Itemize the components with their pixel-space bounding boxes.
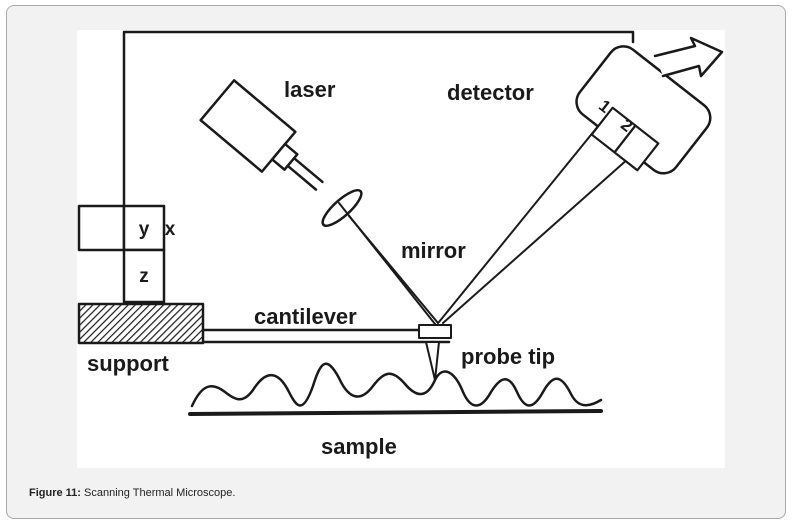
caption-label: Figure 11:	[29, 487, 81, 499]
feedback-wire	[122, 30, 635, 208]
stage-x-label: x	[165, 219, 176, 240]
laser-label: laser	[284, 77, 336, 102]
diagram-area: x y z laser detector mirror cantilever s…	[77, 30, 725, 468]
stage-x-box	[77, 204, 126, 252]
laser-housing	[199, 79, 324, 191]
sample-label: sample	[321, 434, 397, 459]
mirror-pad	[418, 324, 452, 339]
reflected-beam-upper	[438, 124, 600, 323]
scanning-thermal-microscope-diagram: x y z laser detector mirror cantilever s…	[77, 30, 724, 459]
stage-y-label: y	[139, 219, 150, 240]
probe-tip	[425, 341, 440, 381]
probe-tip-label: probe tip	[461, 344, 555, 369]
caption-text: Scanning Thermal Microscope.	[80, 487, 236, 499]
support-block	[77, 302, 205, 345]
detector-label: detector	[447, 80, 534, 105]
sample-base	[188, 409, 603, 416]
figure-container: x y z laser detector mirror cantilever s…	[6, 5, 786, 519]
output-arrow-icon	[653, 36, 724, 78]
support-label: support	[87, 351, 170, 376]
mirror-label: mirror	[401, 238, 466, 263]
cantilever-label: cantilever	[254, 304, 357, 329]
detector-segments	[590, 106, 660, 172]
stage-z-box	[122, 248, 166, 304]
stage-z-label: z	[139, 266, 149, 287]
figure-caption: Figure 11: Scanning Thermal Microscope.	[29, 487, 235, 499]
reflected-beam-lower	[442, 157, 630, 324]
laser-beam-right	[348, 215, 439, 324]
sample-surface	[190, 362, 603, 408]
